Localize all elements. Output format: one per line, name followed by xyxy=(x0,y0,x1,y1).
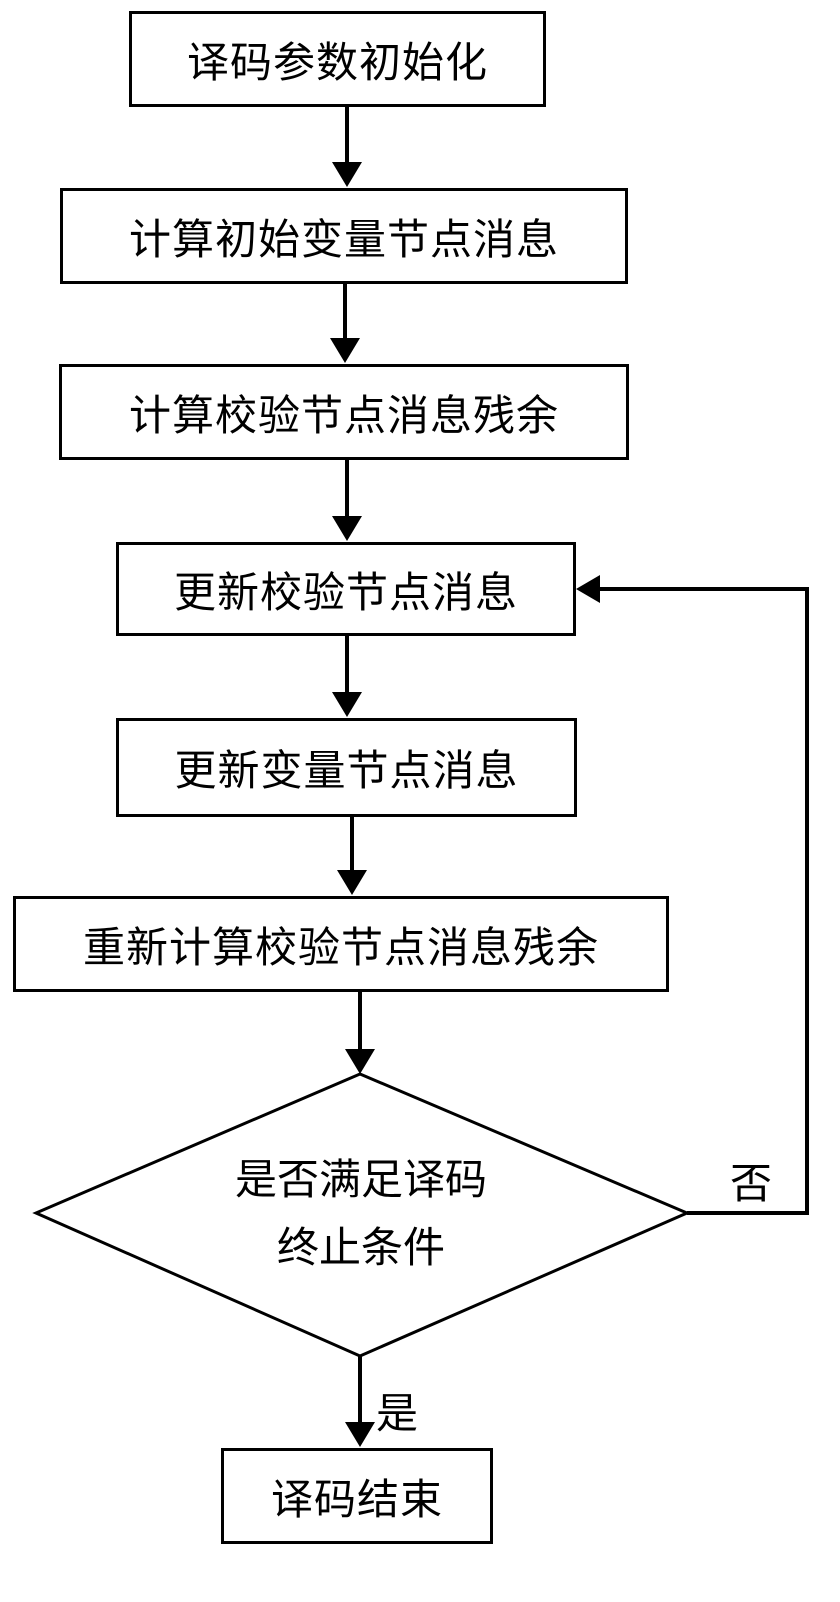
decision-text: 是否满足译码 终止条件 xyxy=(196,1146,526,1282)
arrow-no-loop xyxy=(600,587,809,1215)
step-recompute-check-residuals: 重新计算校验节点消息残余 xyxy=(13,896,669,992)
arrowhead-step1-to-step2 xyxy=(332,162,362,187)
decision-line-1: 是否满足译码 xyxy=(234,1155,487,1204)
step-update-variable-messages: 更新变量节点消息 xyxy=(116,718,577,817)
step-decoding-end: 译码结束 xyxy=(221,1448,493,1544)
arrowhead-no-loop xyxy=(576,575,600,603)
label-yes: 是 xyxy=(376,1389,419,1438)
decision-line-2: 终止条件 xyxy=(276,1223,445,1272)
arrowhead-decision-to-end xyxy=(345,1422,375,1447)
arrowhead-step3-to-step4 xyxy=(332,516,362,541)
step-init-params: 译码参数初始化 xyxy=(129,11,546,107)
arrowhead-step5-to-step6 xyxy=(337,870,367,895)
step-compute-initial-variable-messages: 计算初始变量节点消息 xyxy=(60,188,628,284)
arrowhead-step2-to-step3 xyxy=(330,338,360,363)
step-compute-check-residuals: 计算校验节点消息残余 xyxy=(59,364,629,460)
label-no: 否 xyxy=(730,1159,773,1208)
step-update-check-messages: 更新校验节点消息 xyxy=(116,542,576,636)
arrowhead-step6-to-decision xyxy=(345,1049,375,1074)
arrowhead-step4-to-step5 xyxy=(332,692,362,717)
